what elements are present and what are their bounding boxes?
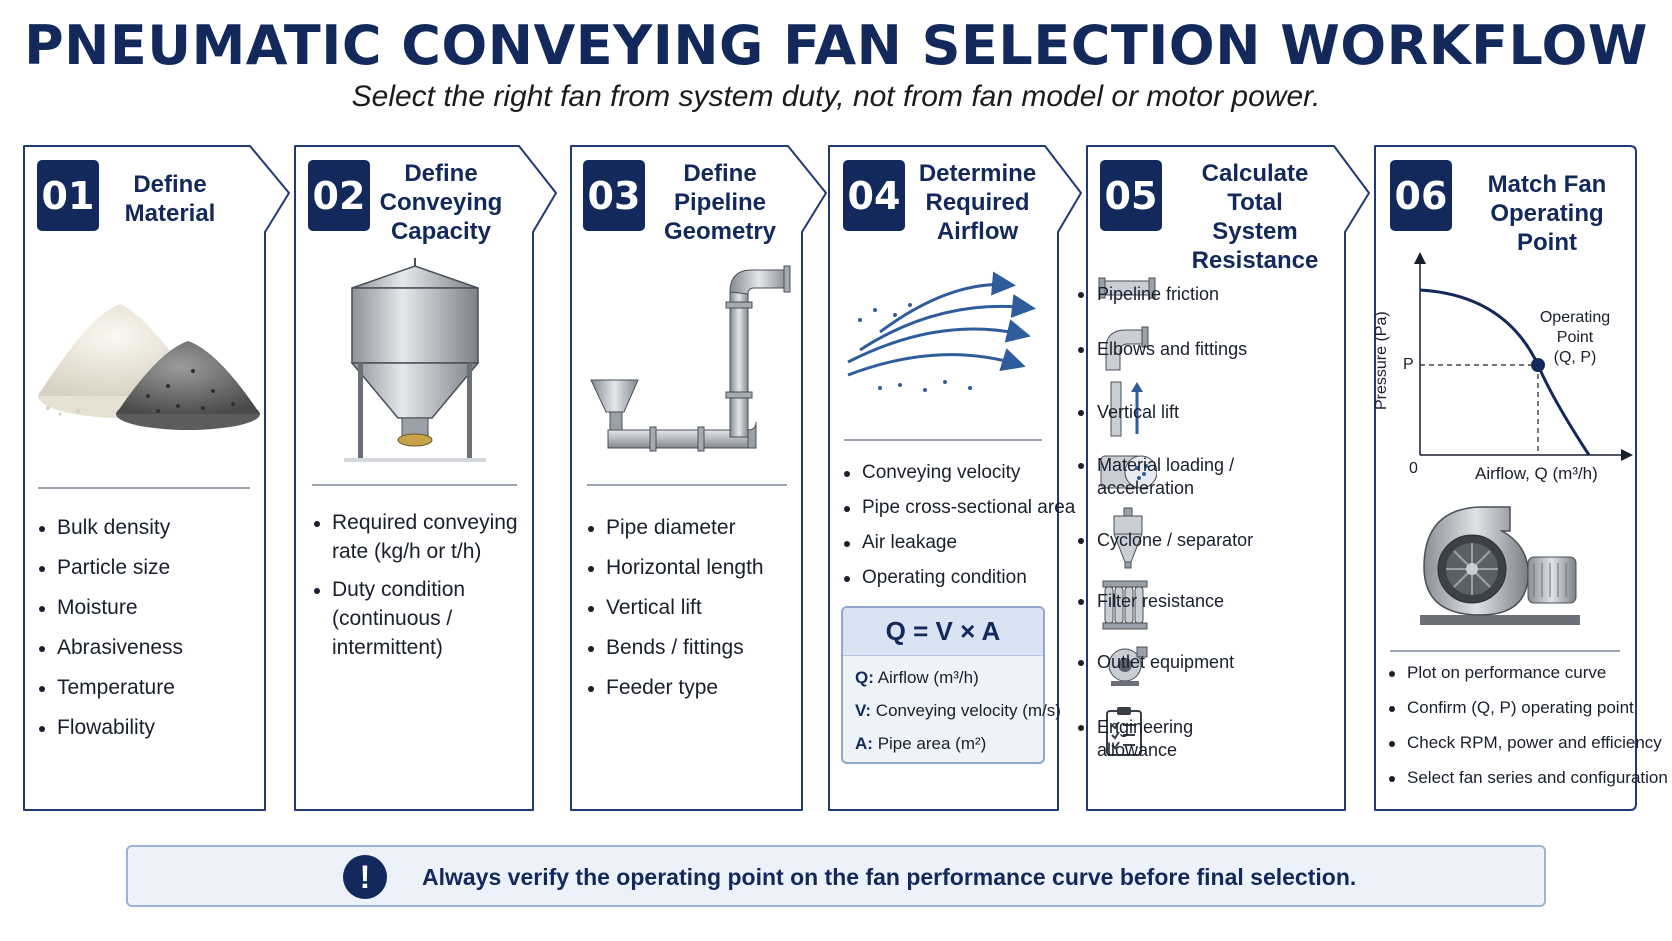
resistance-item: Filter resistance	[1078, 590, 1267, 613]
fan-performance-chart	[1414, 252, 1633, 461]
step-number: 04	[843, 160, 905, 231]
elbow-fitting-icon	[1105, 326, 1149, 371]
centrifugal-fan-icon	[1420, 506, 1580, 625]
list-item: Pipe diameter	[586, 515, 764, 541]
step-number: 02	[308, 160, 370, 231]
filter-icon	[1102, 580, 1148, 630]
card-frame-06	[1374, 145, 1637, 811]
resistance-item: Material loading /acceleration	[1078, 454, 1267, 500]
resistance-item: Engineering allowance	[1078, 716, 1267, 762]
operating-point-marker	[1531, 358, 1545, 372]
formula-definition: A: Pipe area (m²)	[855, 734, 987, 753]
card-frame-01	[23, 145, 290, 811]
card-frame-03	[570, 145, 827, 811]
list-item: Confirm (Q, P) operating point	[1387, 695, 1668, 721]
divider	[312, 484, 517, 486]
bulk-material-piles-illustration	[38, 304, 260, 430]
list-item: Conveying velocity	[842, 460, 1075, 486]
resistance-item: Vertical lift	[1078, 401, 1267, 424]
airflow-formula-box: Q = V × A Q: Airflow (m³/h) V: Conveying…	[841, 606, 1061, 764]
resistance-item: Cyclone / separator	[1078, 529, 1267, 552]
list-item: Check RPM, power and efficiency	[1387, 730, 1668, 756]
exclamation-icon: !	[343, 855, 387, 899]
origin-label: 0	[1409, 460, 1418, 477]
list-item: Feeder type	[586, 675, 764, 701]
list-item: Select fan series and configuration	[1387, 765, 1668, 791]
step-01-list: Bulk density Particle size Moisture Abra…	[37, 515, 183, 741]
formula-definition: V: Conveying velocity (m/s)	[855, 701, 1061, 720]
airflow-stream-icon	[847, 271, 1036, 392]
material-loading-icon	[1100, 455, 1157, 489]
list-item: Vertical lift	[586, 595, 764, 621]
resistance-item: Pipeline friction	[1078, 283, 1267, 306]
step-number: 05	[1100, 160, 1162, 231]
step-06-list: Plot on performance curve Confirm (Q, P)…	[1387, 660, 1668, 791]
silo-icon	[344, 258, 486, 462]
list-item: Operating condition	[842, 565, 1075, 591]
pipeline-geometry-icon	[590, 265, 791, 452]
list-item: Particle size	[37, 555, 183, 581]
outlet-equipment-icon	[1108, 646, 1148, 686]
step-04-list: Conveying velocity Pipe cross-sectional …	[842, 460, 1075, 591]
page-title: PNEUMATIC CONVEYING FAN SELECTION WORKFL…	[24, 14, 1648, 77]
list-item: Temperature	[37, 675, 183, 701]
list-item: Air leakage	[842, 530, 1075, 556]
list-item: Duty condition(continuous /intermittent)	[312, 577, 518, 661]
pipe-section-icon	[1098, 277, 1156, 299]
x-axis-label: Airflow, Q (m³/h)	[1475, 464, 1598, 483]
step-number: 03	[583, 160, 645, 231]
list-item: Abrasiveness	[37, 635, 183, 661]
divider	[844, 439, 1042, 441]
verification-notice: ! Always verify the operating point on t…	[126, 845, 1546, 907]
list-item: Plot on performance curve	[1387, 660, 1668, 686]
resistance-item: Elbows and fittings	[1078, 338, 1267, 361]
list-item: Pipe cross-sectional area	[842, 495, 1075, 521]
resistance-item: Outlet equipment	[1078, 651, 1267, 674]
formula-definition: Q: Airflow (m³/h)	[855, 668, 979, 687]
page-subtitle: Select the right fan from system duty, n…	[351, 80, 1321, 113]
step-number: 01	[37, 160, 99, 231]
list-item: Bends / fittings	[586, 635, 764, 661]
cyclone-icon	[1113, 507, 1143, 569]
card-frame-05	[1086, 145, 1370, 811]
step-03-list: Pipe diameter Horizontal length Vertical…	[586, 515, 764, 701]
list-item: Horizontal length	[586, 555, 764, 581]
p-tick-label: P	[1403, 356, 1414, 373]
step-number: 06	[1390, 160, 1452, 231]
checklist-icon	[1106, 707, 1142, 756]
divider	[587, 484, 787, 486]
divider	[1390, 650, 1620, 652]
y-axis-label: Pressure (Pa)	[1373, 311, 1390, 410]
airflow-equation: Q = V × A	[843, 608, 1043, 656]
vertical-lift-icon	[1110, 381, 1143, 437]
list-item: Moisture	[37, 595, 183, 621]
notice-text: Always verify the operating point on the…	[422, 864, 1357, 890]
list-item: Flowability	[37, 715, 183, 741]
divider	[38, 487, 250, 489]
list-item: Bulk density	[37, 515, 183, 541]
